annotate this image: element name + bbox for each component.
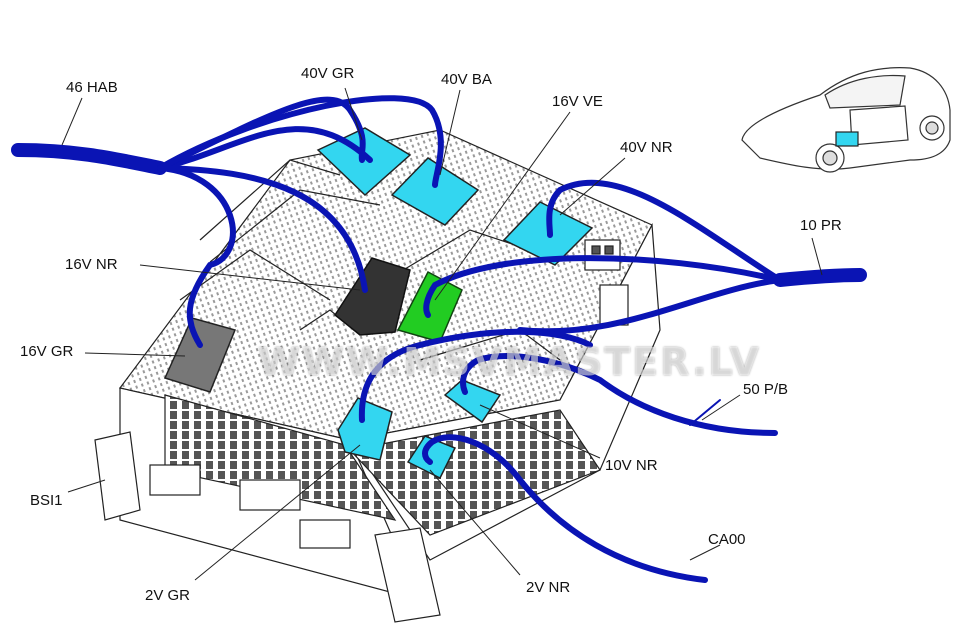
label-2v-gr: 2V GR (145, 587, 191, 604)
label-40v-ba: 40V BA (441, 71, 492, 88)
label-10-pr: 10 PR (800, 217, 842, 234)
label-2v-nr: 2V NR (526, 579, 571, 596)
watermark: WWW.MSVMASTER.LV (258, 340, 761, 384)
connector-16v-nr (334, 257, 411, 336)
label-46-hab: 46 HAB (66, 79, 118, 96)
label-40v-gr: 40V GR (301, 65, 355, 82)
connector-40v-ba (390, 157, 480, 226)
label-16v-nr: 16V NR (65, 256, 118, 273)
label-40v-nr: 40V NR (620, 139, 673, 156)
wiring-harness (11, 95, 867, 583)
car-illustration (741, 67, 951, 173)
label-10v-nr: 10V NR (605, 457, 658, 474)
connector-16v-ve (396, 270, 463, 343)
label-50-pb: 50 P/B (743, 381, 789, 398)
label-16v-gr: 16V GR (20, 343, 74, 360)
label-bsi1: BSI1 (30, 492, 63, 509)
label-ca00: CA00 (708, 531, 746, 548)
connector-2v-nr (406, 435, 457, 480)
connector-16v-gr (163, 317, 237, 393)
label-16v-ve: 16V VE (552, 93, 603, 110)
connector-2v-gr (337, 397, 393, 461)
leader-lines (61, 87, 823, 581)
connector-10v-nr (443, 379, 502, 424)
